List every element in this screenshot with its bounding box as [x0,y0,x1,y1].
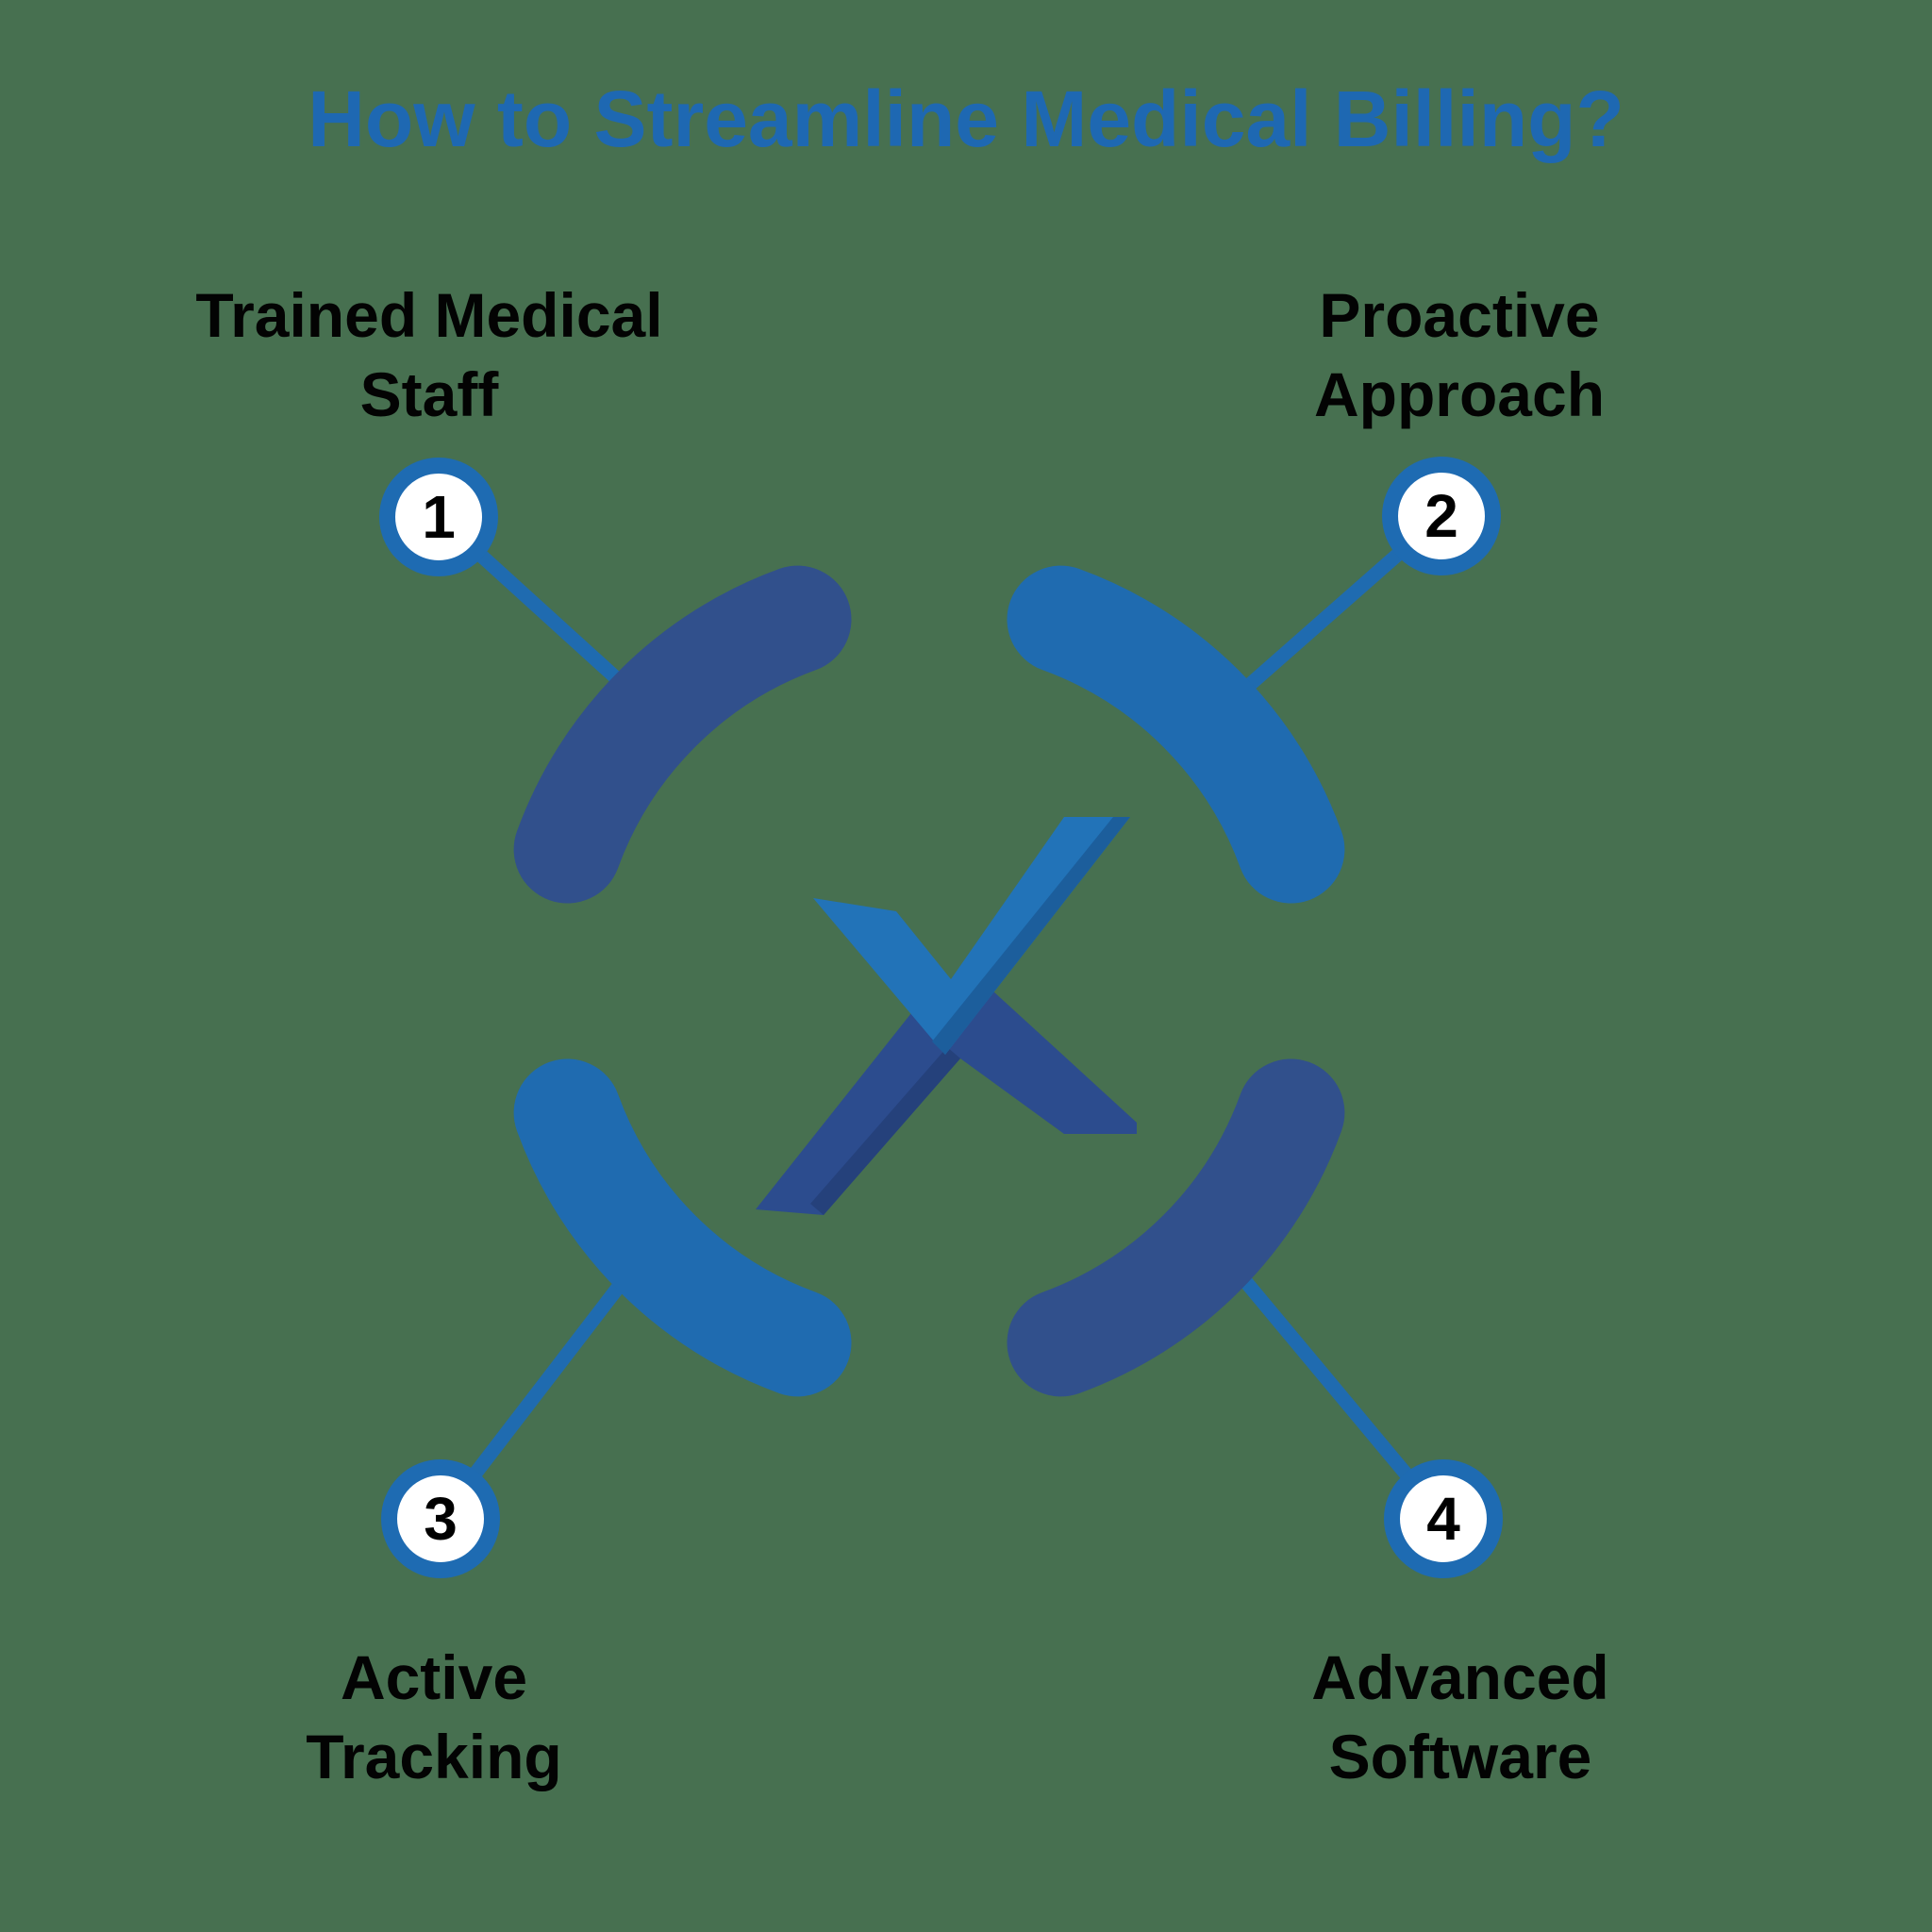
step-label-line: Approach [1313,359,1606,429]
step-number: 2 [1424,482,1458,550]
step-label-trained-medical-staff: Trained Medical Staff [99,275,759,434]
step-number-badge-3: 3 [381,1459,500,1578]
step-label-line: Staff [359,359,499,429]
step-label-proactive-approach: Proactive Approach [1129,275,1790,434]
x-logo-top-chevron [813,817,1130,1055]
x-logo-bottom-bevel [810,1047,960,1215]
step-label-line: Active [340,1642,528,1712]
step-number: 3 [424,1485,458,1553]
arc-bottom-right [1007,1058,1345,1397]
step-label-line: Advanced [1311,1642,1609,1712]
step-label-active-tracking: Active Tracking [104,1638,764,1796]
step-label-line: Proactive [1319,280,1600,350]
step-label-line: Tracking [306,1722,562,1791]
step-number: 1 [422,483,456,551]
step-number-badge-4: 4 [1384,1459,1503,1578]
x-logo-top-bevel [932,817,1130,1055]
arc-top-left [513,565,852,904]
step-number-badge-1: 1 [379,458,498,576]
x-logo-icon [756,817,1137,1215]
step-number: 4 [1426,1485,1460,1553]
page-title: How to Streamline Medical Billing? [308,75,1624,163]
step-label-line: Trained Medical [195,280,663,350]
step-label-advanced-software: Advanced Software [1130,1638,1790,1796]
step-label-line: Software [1328,1722,1592,1791]
arc-top-right [1007,565,1345,904]
arc-bottom-left [513,1058,852,1397]
step-number-badge-2: 2 [1382,457,1501,575]
